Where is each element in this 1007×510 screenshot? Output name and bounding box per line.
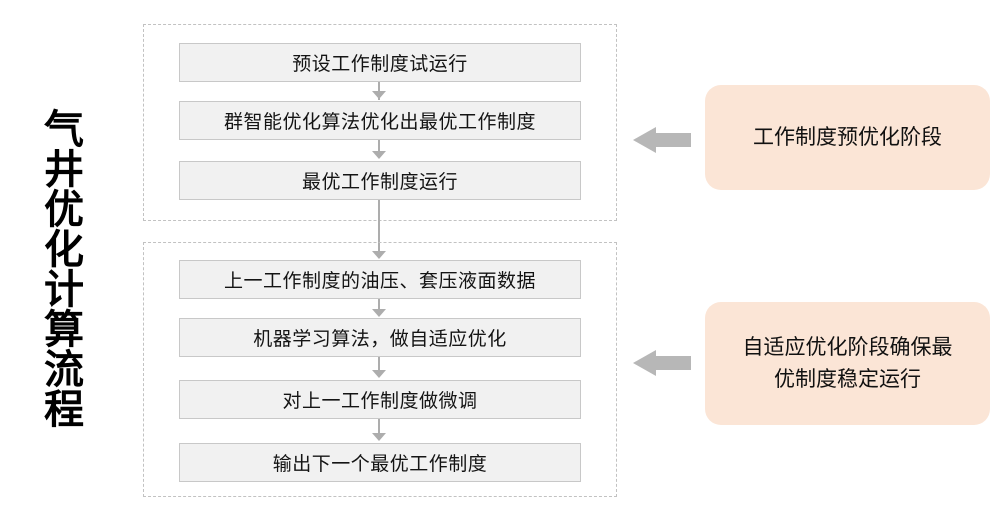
- connector-arrow-icon: [372, 370, 386, 378]
- arrow-shaft: [655, 356, 691, 370]
- connector-arrow-icon: [372, 251, 386, 259]
- step-box[interactable]: 最优工作制度运行: [179, 161, 581, 200]
- connector-line: [378, 419, 380, 437]
- connector-line: [378, 299, 380, 313]
- connector-line: [378, 357, 380, 374]
- stage-panel-label: 工作制度预优化阶段: [753, 125, 942, 149]
- connector-arrow-icon: [372, 309, 386, 317]
- arrow-head: [633, 127, 656, 153]
- arrow-left-icon: [633, 350, 691, 376]
- arrow-shaft: [655, 133, 691, 147]
- step-box[interactable]: 上一工作制度的油压、套压液面数据: [179, 260, 581, 299]
- arrow-left-icon: [633, 127, 691, 153]
- step-box[interactable]: 机器学习算法，做自适应优化: [179, 318, 581, 357]
- group-pre-optimization: [143, 24, 617, 221]
- connector-arrow-icon: [372, 151, 386, 159]
- connector-line: [378, 140, 380, 158]
- step-box[interactable]: 群智能优化算法优化出最优工作制度: [179, 101, 581, 140]
- stage-panel-label: 自适应优化阶段确保最优制度稳定运行: [742, 336, 953, 391]
- stage-panel-pre-optimization[interactable]: 工作制度预优化阶段: [705, 85, 990, 190]
- stage-panel-adaptive-optimization[interactable]: 自适应优化阶段确保最优制度稳定运行: [705, 302, 990, 425]
- step-box[interactable]: 对上一工作制度做微调: [179, 380, 581, 419]
- connector-arrow-icon: [372, 433, 386, 441]
- connector-arrow-icon: [372, 91, 386, 99]
- group-adaptive-optimization: [143, 242, 617, 497]
- step-box[interactable]: 预设工作制度试运行: [179, 43, 581, 82]
- arrow-head: [633, 350, 656, 376]
- page-title-vertical: 气井优化计算流程: [38, 108, 82, 428]
- step-box[interactable]: 输出下一个最优工作制度: [179, 443, 581, 482]
- connector-line-cross-group: [378, 200, 380, 258]
